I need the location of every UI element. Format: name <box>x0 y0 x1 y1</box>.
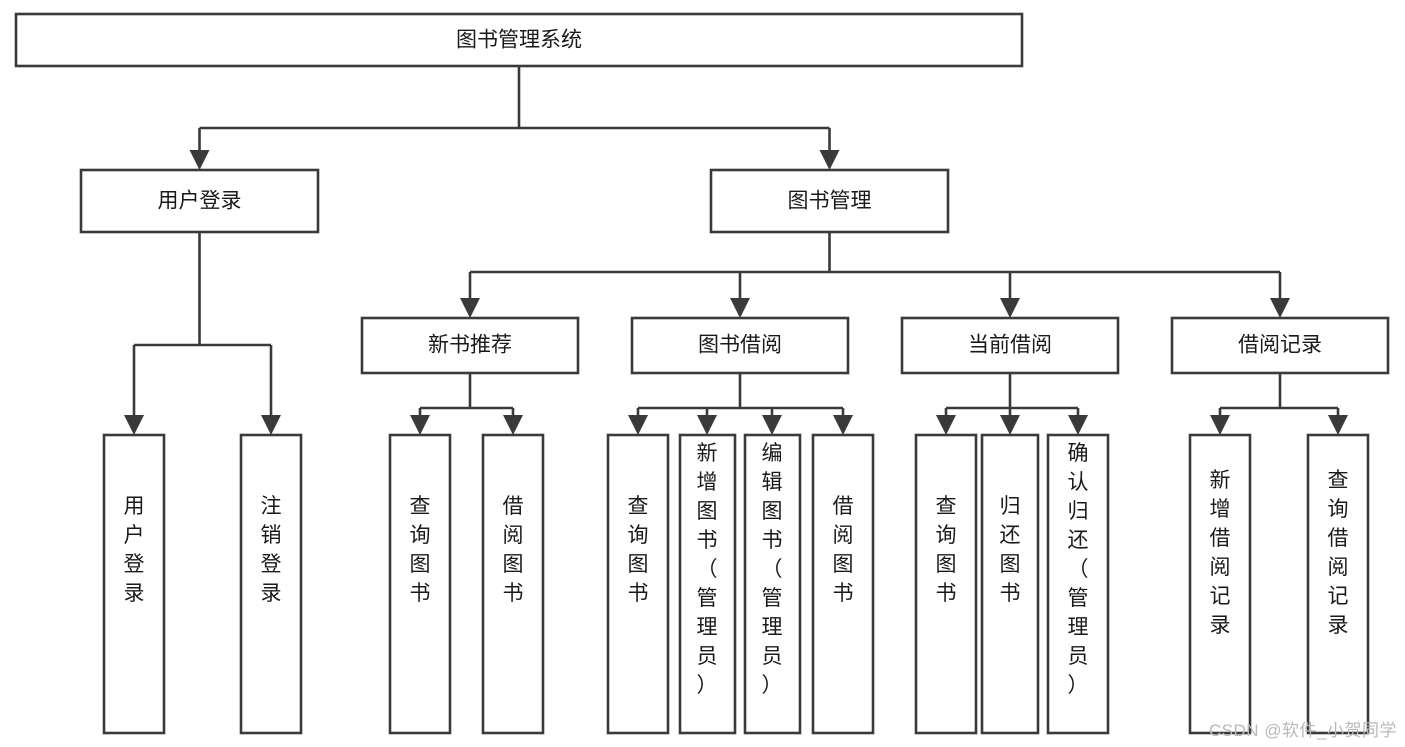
leaf-add-borrow-record-label: 新增借阅记录 <box>1210 469 1231 637</box>
node-current-borrow[interactable]: 当前借阅 <box>900 316 1120 375</box>
leaf-return-book[interactable]: 归还图书 <box>980 433 1040 735</box>
leaf-logout-login-box[interactable] <box>239 433 303 735</box>
arrow-root-to-book-manage <box>819 150 840 170</box>
arrow-current-borrow-to-leaf3 <box>1068 415 1088 435</box>
leaf-user-login-label: 用户登录 <box>124 495 145 605</box>
leaf-query-book-2[interactable]: 查询图书 <box>606 433 670 735</box>
leaf-query-borrow-record[interactable]: 查询借阅记录 <box>1306 433 1370 735</box>
leaf-edit-book-admin-box[interactable] <box>743 433 802 735</box>
leaf-borrow-book-1-box[interactable] <box>481 433 545 735</box>
node-book-manage-label: 图书管理 <box>788 190 872 213</box>
leaf-query-book-3-label: 查询图书 <box>936 495 957 605</box>
arrow-current-borrow-to-leaf1 <box>936 415 956 435</box>
leaf-borrow-book-1[interactable]: 借阅图书 <box>481 433 545 735</box>
leaf-confirm-return-admin-box[interactable] <box>1046 433 1110 735</box>
node-root-box[interactable] <box>14 12 1024 68</box>
leaf-logout-login[interactable]: 注销登录 <box>239 433 303 735</box>
csdn-watermark: CSDN @软件_小贺同学 <box>1208 721 1397 740</box>
node-book-borrow[interactable]: 图书借阅 <box>630 316 850 375</box>
node-root-label: 图书管理系统 <box>456 29 582 52</box>
leaf-add-book-admin-label: 新增图书（管理员） <box>697 442 718 697</box>
node-current-borrow-box[interactable] <box>900 316 1120 375</box>
node-book-manage[interactable]: 图书管理 <box>709 168 950 234</box>
leaf-borrow-book-2[interactable]: 借阅图书 <box>811 433 875 735</box>
leaf-borrow-book-1-label: 借阅图书 <box>503 495 524 605</box>
connector-layer <box>124 66 1348 435</box>
arrow-book-manage-to-book-borrow <box>730 298 750 318</box>
node-borrow-record[interactable]: 借阅记录 <box>1170 316 1390 375</box>
leaf-borrow-book-2-label: 借阅图书 <box>833 495 854 605</box>
arrow-book-borrow-to-leaf2 <box>697 415 717 435</box>
arrow-user-login-to-leaf2 <box>261 415 281 435</box>
arrow-borrow-record-to-leaf1 <box>1210 415 1230 435</box>
leaf-query-book-3[interactable]: 查询图书 <box>914 433 978 735</box>
node-book-borrow-label: 图书借阅 <box>698 334 782 357</box>
arrow-root-to-user-login <box>189 150 210 170</box>
arrow-book-borrow-to-leaf1 <box>628 415 648 435</box>
node-user-login-label: 用户登录 <box>158 190 242 213</box>
node-new-book-recommend-box[interactable] <box>360 316 580 375</box>
leaf-user-login[interactable]: 用户登录 <box>102 433 166 735</box>
arrow-book-manage-to-borrow-record <box>1270 298 1290 318</box>
node-new-book-recommend[interactable]: 新书推荐 <box>360 316 580 375</box>
arrow-new-book-to-leaf1 <box>410 415 430 435</box>
arrow-new-book-to-leaf2 <box>503 415 523 435</box>
leaf-add-borrow-record-box[interactable] <box>1188 433 1252 735</box>
leaf-add-book-admin-box[interactable] <box>678 433 737 735</box>
arrow-user-login-to-leaf1 <box>124 415 144 435</box>
leaf-confirm-return-admin-label: 确认归还（管理员） <box>1068 442 1089 697</box>
node-current-borrow-label: 当前借阅 <box>968 334 1052 357</box>
arrow-book-borrow-to-leaf4 <box>833 415 853 435</box>
leaf-query-book-1[interactable]: 查询图书 <box>388 433 452 735</box>
arrow-book-manage-to-current-borrow <box>1000 298 1020 318</box>
leaf-edit-book-admin-label: 编辑图书（管理员） <box>762 442 783 697</box>
leaf-query-borrow-record-box[interactable] <box>1306 433 1370 735</box>
arrow-current-borrow-to-leaf2 <box>1000 415 1020 435</box>
leaf-add-book-admin[interactable]: 新增图书（管理员） <box>678 433 737 735</box>
node-user-login[interactable]: 用户登录 <box>79 168 320 234</box>
leaf-borrow-book-2-box[interactable] <box>811 433 875 735</box>
arrow-borrow-record-to-leaf2 <box>1328 415 1348 435</box>
leaf-return-book-label: 归还图书 <box>1000 495 1021 605</box>
leaf-query-book-1-label: 查询图书 <box>410 495 431 605</box>
leaf-logout-login-label: 注销登录 <box>261 495 282 605</box>
node-new-book-recommend-label: 新书推荐 <box>428 334 512 357</box>
node-root[interactable]: 图书管理系统 <box>14 12 1024 68</box>
node-user-login-box[interactable] <box>79 168 320 234</box>
node-borrow-record-label: 借阅记录 <box>1238 334 1322 357</box>
leaf-return-book-box[interactable] <box>980 433 1040 735</box>
leaf-add-borrow-record[interactable]: 新增借阅记录 <box>1188 433 1252 735</box>
node-book-manage-box[interactable] <box>709 168 950 234</box>
leaf-query-borrow-record-label: 查询借阅记录 <box>1328 469 1349 637</box>
node-borrow-record-label-box[interactable] <box>1170 316 1390 375</box>
leaf-user-login-box[interactable] <box>102 433 166 735</box>
leaf-query-book-1-box[interactable] <box>388 433 452 735</box>
arrow-book-manage-to-new-book <box>460 298 480 318</box>
leaf-query-book-2-label: 查询图书 <box>628 495 649 605</box>
node-book-borrow-box[interactable] <box>630 316 850 375</box>
leaf-edit-book-admin[interactable]: 编辑图书（管理员） <box>743 433 802 735</box>
arrow-book-borrow-to-leaf3 <box>762 415 782 435</box>
leaf-query-book-2-box[interactable] <box>606 433 670 735</box>
leaf-query-book-3-box[interactable] <box>914 433 978 735</box>
leaf-confirm-return-admin[interactable]: 确认归还（管理员） <box>1046 433 1110 735</box>
